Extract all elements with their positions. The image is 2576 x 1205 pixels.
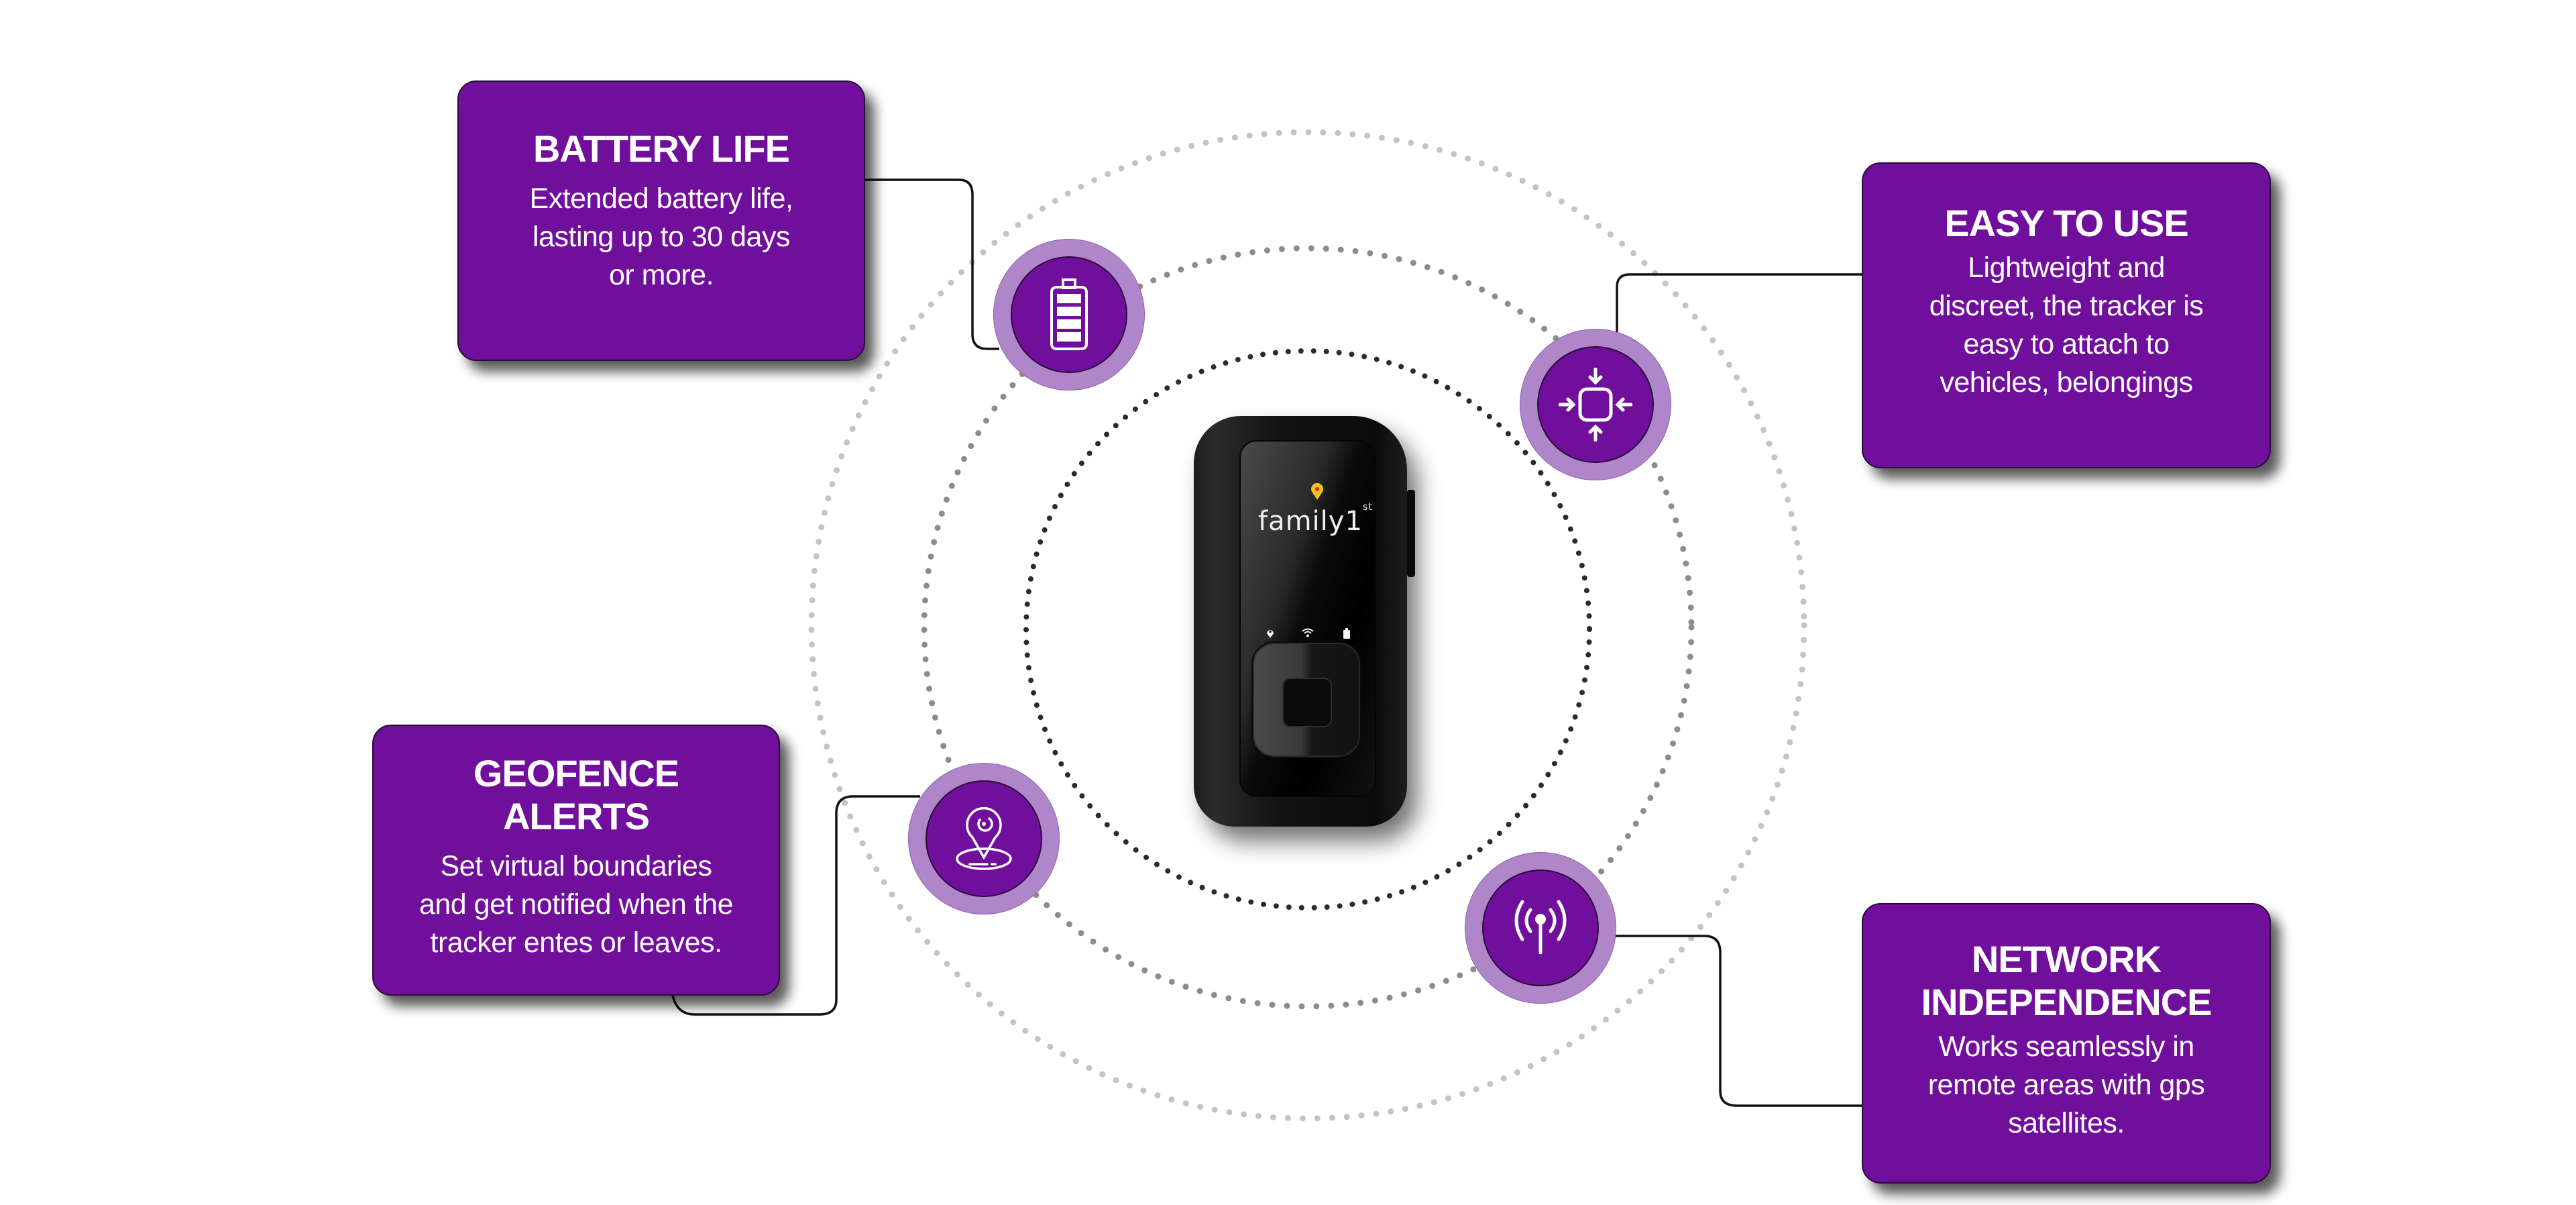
sos-button[interactable] xyxy=(1251,641,1361,758)
device-face: family1st xyxy=(1239,440,1376,797)
battery-icon xyxy=(1343,628,1350,639)
geofence-alerts-title: GEOFENCE ALERTS xyxy=(473,751,679,837)
battery-life-card: BATTERY LIFE Extended battery life, last… xyxy=(457,81,865,361)
battery-led xyxy=(1340,628,1353,649)
logo-pin-icon xyxy=(1311,483,1323,500)
location-led xyxy=(1264,628,1277,649)
outer-dotted-ring xyxy=(808,129,1807,1122)
easy-to-use-feature-badge xyxy=(1520,329,1671,480)
wifi-icon xyxy=(1302,628,1314,637)
brand-name: family1 xyxy=(1258,506,1363,537)
device-body: family1st xyxy=(1194,416,1407,827)
easy-to-use-description: Lightweight and discreet, the tracker is… xyxy=(1929,252,2204,399)
compress-arrows-icon xyxy=(1559,368,1632,441)
location-pin-icon xyxy=(1267,630,1274,638)
inner-dotted-ring xyxy=(1023,348,1592,910)
battery-connector-line xyxy=(865,178,999,350)
geofence-alerts-description: Set virtual boundaries and get notified … xyxy=(418,849,734,959)
button-key[interactable] xyxy=(1282,678,1332,727)
middle-dotted-ring xyxy=(921,245,1695,1010)
side-switch xyxy=(1407,490,1415,577)
brand-logo: family1st xyxy=(1258,502,1373,537)
geofence-alerts-card: GEOFENCE ALERTS Set virtual boundaries a… xyxy=(372,725,780,996)
gps-tracker-device: family1st xyxy=(1194,416,1415,832)
network-led xyxy=(1301,628,1314,649)
battery-full-icon xyxy=(1050,278,1088,350)
battery-life-description: Extended battery life, lasting up to 30 … xyxy=(529,182,793,291)
network-feature-badge xyxy=(1465,852,1616,1004)
battery-feature-badge xyxy=(993,239,1145,390)
network-independence-title: NETWORK INDEPENDENCE xyxy=(1921,937,2213,1023)
antenna-signal-icon xyxy=(1514,900,1567,955)
easy-connector-line xyxy=(1616,273,1862,346)
geofence-feature-badge xyxy=(908,763,1060,914)
geofence-pin-icon xyxy=(956,807,1012,870)
network-independence-description: Works seamlessly in remote areas with gp… xyxy=(1927,1030,2205,1139)
network-independence-card: NETWORK INDEPENDENCE Works seamlessly in… xyxy=(1862,903,2271,1184)
battery-life-title: BATTERY LIFE xyxy=(533,127,790,170)
network-connector-line xyxy=(1616,935,1862,1107)
easy-to-use-title: EASY TO USE xyxy=(1944,202,2188,244)
geofence-connector-line xyxy=(671,795,920,1016)
easy-to-use-card: EASY TO USE Lightweight and discreet, th… xyxy=(1862,162,2271,468)
brand-superscript: st xyxy=(1362,502,1373,513)
